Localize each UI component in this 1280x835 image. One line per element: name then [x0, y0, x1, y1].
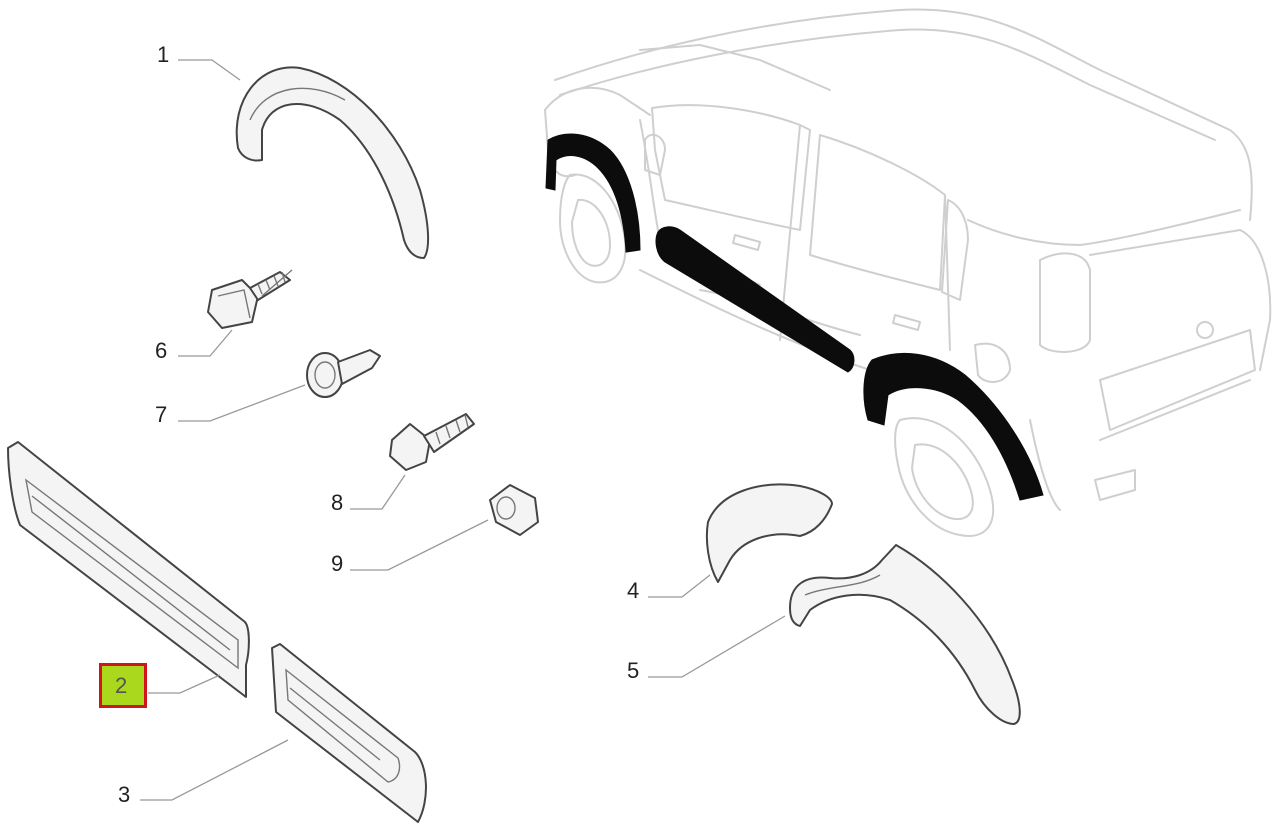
callout-5[interactable]: 5	[627, 658, 640, 683]
leader-4	[648, 574, 711, 598]
callout-4[interactable]: 4	[627, 578, 640, 603]
callout-6[interactable]: 6	[155, 338, 168, 363]
leader-7	[178, 384, 306, 422]
callout-9[interactable]: 9	[331, 551, 344, 576]
vehicle-door-molding	[655, 226, 855, 373]
part-2-front-door-side-molding[interactable]	[7, 441, 250, 698]
leader-2	[148, 674, 221, 694]
part-1-front-wheel-arch-trim[interactable]	[235, 66, 430, 259]
part-6-screw-with-cap[interactable]	[207, 269, 293, 329]
leader-8	[350, 474, 406, 510]
leader-lines	[140, 59, 786, 801]
leader-5	[648, 615, 786, 678]
leader-3	[140, 739, 289, 801]
selected-callout-highlight	[99, 663, 147, 708]
callout-3[interactable]: 3	[118, 782, 131, 807]
leader-1	[178, 59, 241, 81]
leader-9	[350, 519, 489, 571]
part-4-front-wheel-arch-extension[interactable]	[705, 483, 833, 583]
vehicle-highlighted-parts	[545, 133, 1044, 501]
callout-1[interactable]: 1	[157, 42, 170, 67]
callout-7[interactable]: 7	[155, 402, 168, 427]
part-7-push-rivet[interactable]	[306, 349, 381, 398]
part-3-rear-door-side-molding[interactable]	[271, 643, 427, 823]
vehicle-rear-arch	[863, 352, 1044, 501]
part-5-rear-wheel-arch-trim[interactable]	[789, 544, 1021, 725]
leader-6	[178, 329, 233, 357]
part-9-nut[interactable]	[489, 484, 539, 536]
vehicle-outline	[544, 8, 1272, 537]
callout-2[interactable]: 2	[115, 673, 128, 698]
callout-8[interactable]: 8	[331, 490, 344, 515]
vehicle-front-arch	[545, 133, 641, 253]
part-8-bolt[interactable]	[389, 413, 475, 471]
